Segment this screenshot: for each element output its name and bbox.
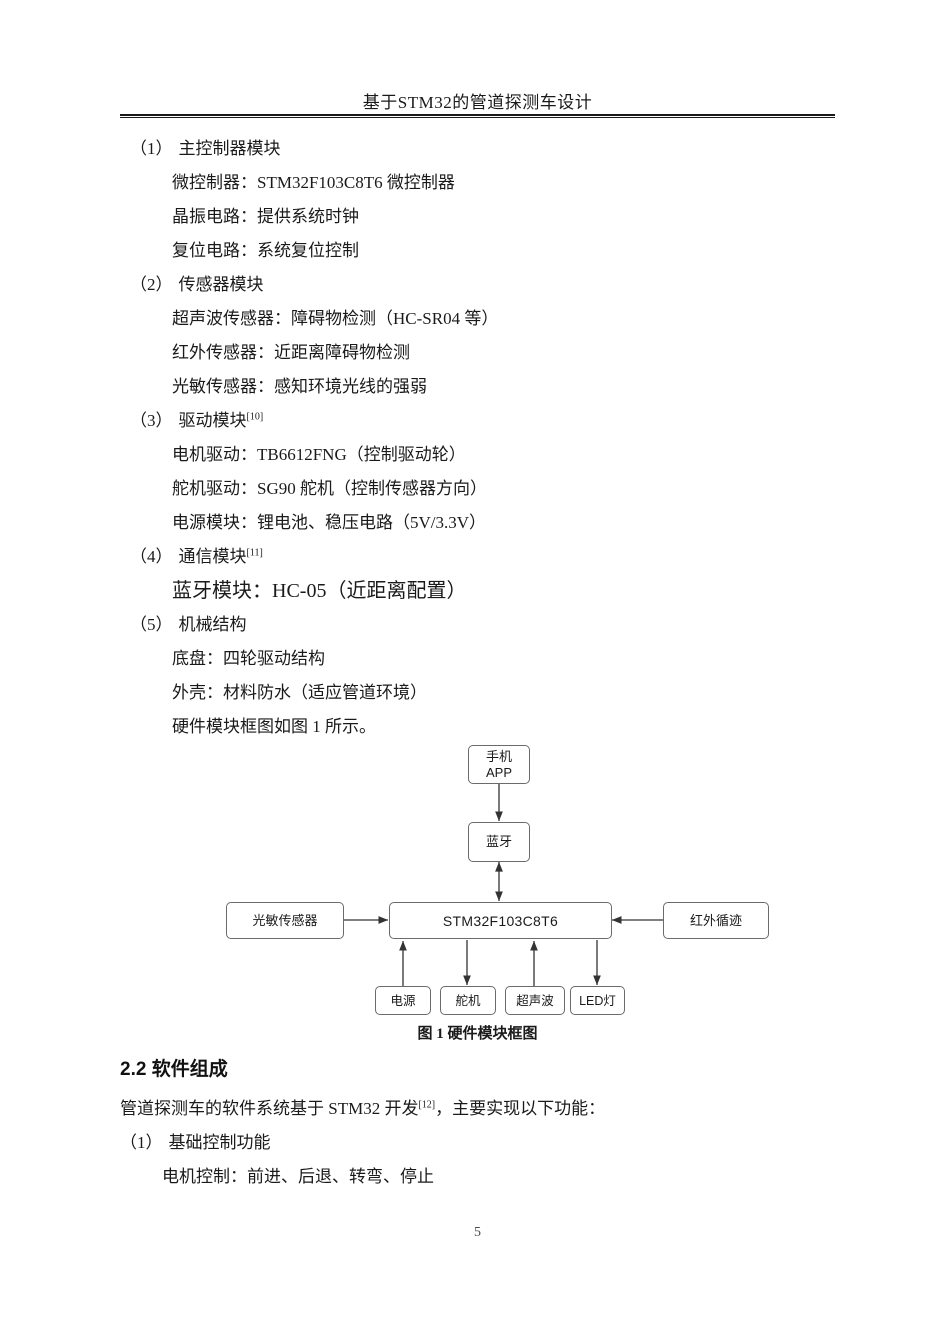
body-content: （1） 主控制器模块 微控制器：STM32F103C8T6 微控制器 晶振电路：提… — [120, 132, 835, 744]
list-title: 传感器模块 — [178, 275, 264, 294]
list-number: （1） — [130, 139, 173, 158]
node-led[interactable]: LED灯 — [570, 986, 625, 1015]
list-item: （1） 基础控制功能 — [120, 1126, 840, 1160]
detail-line: 舵机驱动：SG90 舵机（控制传感器方向） — [172, 479, 487, 498]
section-paragraph-pre: 管道探测车的软件系统基于 STM32 开发 — [120, 1099, 419, 1118]
node-mcu[interactable]: STM32F103C8T6 — [389, 902, 612, 939]
node-bluetooth[interactable]: 蓝牙 — [468, 822, 530, 862]
node-phone-app-label-line1: 手机 — [485, 748, 512, 764]
detail-line: 电源模块：锂电池、稳压电路（5V/3.3V） — [172, 513, 487, 532]
node-light-sensor-label: 光敏传感器 — [252, 912, 318, 928]
node-servo-label: 舵机 — [455, 993, 481, 1008]
node-light-sensor[interactable]: 光敏传感器 — [226, 902, 344, 939]
node-ultrasonic-label: 超声波 — [516, 993, 554, 1008]
detail-line: 晶振电路：提供系统时钟 — [172, 207, 359, 226]
list-number: （5） — [130, 615, 173, 634]
node-power-label: 电源 — [390, 993, 416, 1008]
list-title: 驱动模块 — [178, 411, 247, 430]
list-title: 机械结构 — [178, 615, 247, 634]
node-power[interactable]: 电源 — [375, 986, 431, 1015]
detail-line: 蓝牙模块：HC-05（近距离配置） — [172, 580, 467, 602]
section-paragraph: 管道探测车的软件系统基于 STM32 开发[12]，主要实现以下功能： — [120, 1092, 840, 1126]
detail-line: 光敏传感器：感知环境光线的强弱 — [172, 377, 427, 396]
node-ultrasonic[interactable]: 超声波 — [505, 986, 565, 1015]
node-led-label: LED灯 — [579, 993, 616, 1008]
list-item: （3） 驱动模块[10] — [130, 404, 835, 438]
node-phone-app-label-line2: APP — [485, 764, 512, 780]
detail-line: 红外传感器：近距离障碍物检测 — [172, 343, 410, 362]
list-item: （5） 机械结构 — [130, 608, 835, 642]
header-rule — [120, 114, 835, 118]
list-item: （4） 通信模块[11] — [130, 540, 835, 574]
detail-line: 外壳：材料防水（适应管道环境） — [172, 683, 427, 702]
detail-line: 电机驱动：TB6612FNG（控制驱动轮） — [172, 445, 466, 464]
detail-line: 硬件模块框图如图 1 所示。 — [172, 717, 376, 736]
list-title: 基础控制功能 — [168, 1133, 271, 1152]
list-number: （1） — [120, 1133, 163, 1152]
list-number: （4） — [130, 547, 173, 566]
citation-ref: [11] — [246, 547, 263, 559]
list-item: （1） 主控制器模块 — [130, 132, 835, 166]
detail-line: 超声波传感器：障碍物检测（HC-SR04 等） — [172, 309, 499, 328]
figure-caption: 图 1 硬件模块框图 — [417, 1026, 538, 1042]
detail-line: 复位电路：系统复位控制 — [172, 241, 359, 260]
section-body: 管道探测车的软件系统基于 STM32 开发[12]，主要实现以下功能： （1） 基… — [120, 1092, 840, 1194]
detail-line: 电机控制：前进、后退、转弯、停止 — [162, 1167, 434, 1186]
node-bluetooth-label: 蓝牙 — [485, 834, 512, 849]
list-number: （2） — [130, 275, 173, 294]
list-title: 主控制器模块 — [178, 139, 281, 158]
list-title: 通信模块 — [178, 547, 247, 566]
node-ir-tracking-label: 红外循迹 — [689, 912, 742, 928]
page-number: 5 — [474, 1225, 481, 1240]
list-item: （2） 传感器模块 — [130, 268, 835, 302]
section-heading: 2.2 软件组成 — [120, 1059, 228, 1080]
running-header: 基于STM32的管道探测车设计 — [362, 93, 593, 112]
node-servo[interactable]: 舵机 — [440, 986, 496, 1015]
node-ir-tracking[interactable]: 红外循迹 — [663, 902, 769, 939]
section-paragraph-post: ，主要实现以下功能： — [435, 1099, 606, 1118]
citation-ref: [10] — [246, 411, 264, 423]
node-mcu-label: STM32F103C8T6 — [442, 912, 559, 929]
citation-ref: [12] — [418, 1099, 436, 1111]
list-number: （3） — [130, 411, 173, 430]
detail-line: 底盘：四轮驱动结构 — [172, 649, 325, 668]
node-phone-app[interactable]: 手机 APP — [468, 745, 530, 784]
detail-line: 微控制器：STM32F103C8T6 微控制器 — [172, 173, 455, 192]
